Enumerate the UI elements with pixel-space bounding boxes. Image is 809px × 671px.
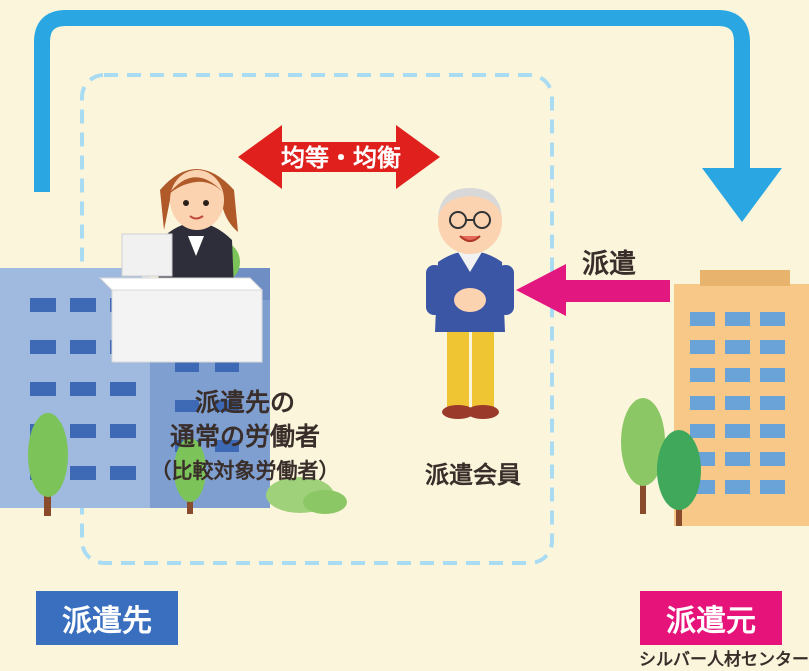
bush-icon xyxy=(266,477,347,514)
worker-caption-line1: 派遣先の xyxy=(194,388,295,417)
destination-label: 派遣先 xyxy=(36,591,178,645)
source-subtitle: シルバー人材センター xyxy=(639,650,809,670)
source-label: 派遣元 xyxy=(640,591,782,645)
worker-caption-line3: （比較対象労働者） xyxy=(150,459,340,483)
worker-caption: 派遣先の 通常の労働者 （比較対象労働者） xyxy=(150,386,340,488)
tree-icon xyxy=(657,430,701,526)
equality-double-arrow xyxy=(238,125,440,189)
cycle-arrow xyxy=(34,10,782,222)
dispatch-arrow xyxy=(516,264,670,316)
office-worker-icon xyxy=(98,169,264,363)
equality-label: 均等・均衡 xyxy=(281,144,401,172)
worker-caption-line2: 通常の労働者 xyxy=(169,422,320,451)
source-building-icon xyxy=(674,270,809,526)
member-caption: 派遣会員 xyxy=(425,461,521,489)
tree-icon xyxy=(621,398,665,514)
dispatched-member-icon xyxy=(426,188,514,419)
tree-icon xyxy=(174,438,206,514)
tree-icon xyxy=(28,413,68,516)
dispatch-arrow-label: 派遣 xyxy=(582,249,636,280)
